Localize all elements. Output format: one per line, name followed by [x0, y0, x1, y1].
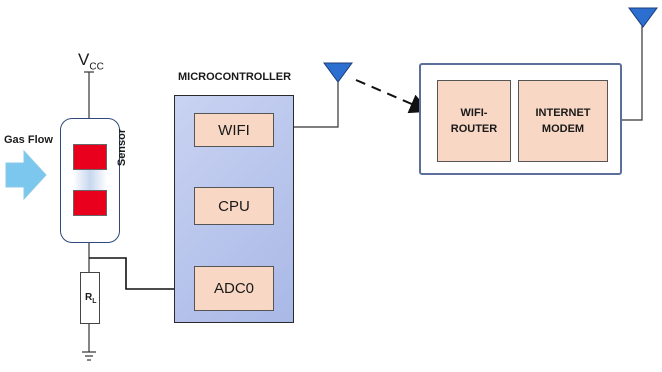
- sensor-label: Sensor: [116, 128, 129, 167]
- sensor-element-bottom: [73, 190, 107, 216]
- load-resistor-label-main: R: [85, 292, 93, 303]
- mcu-antenna-icon: [323, 62, 353, 83]
- adc-signal-wire: [89, 257, 195, 296]
- modem-antenna-icon: [628, 7, 658, 28]
- internet-modem-block: INTERNET MODEM: [518, 80, 608, 162]
- gas-flow-label: Gas Flow: [4, 134, 53, 146]
- gas-sensor: [60, 118, 120, 243]
- wireless-link-arrow: [355, 79, 430, 114]
- ground-icon: [82, 351, 96, 361]
- microcontroller-title: MICROCONTROLLER: [178, 71, 292, 83]
- load-resistor-label-sub: L: [92, 298, 97, 305]
- internet-modem-label-line1: INTERNET: [535, 106, 591, 119]
- cpu-block-label: CPU: [218, 197, 250, 215]
- wifi-block: WIFI: [194, 113, 274, 147]
- wifi-router-block: WIFI- ROUTER: [437, 80, 511, 162]
- supply-label-main: V: [78, 50, 90, 69]
- adc0-block: ADC0: [194, 266, 274, 311]
- sensor-element-top: [73, 144, 107, 170]
- adc0-block-label: ADC0: [213, 280, 254, 297]
- wifi-router-label-line1: WIFI-: [460, 106, 488, 119]
- supply-label-sub: CC: [89, 61, 104, 73]
- internet-modem-label-line2: MODEM: [541, 123, 585, 135]
- cpu-block: CPU: [194, 187, 274, 225]
- wifi-block-label: WIFI: [218, 121, 250, 139]
- load-resistor: RL: [80, 272, 100, 324]
- wifi-router-label-line2: ROUTER: [450, 123, 498, 135]
- gas-flow-arrow-icon: [5, 149, 47, 201]
- sensor-gap: [73, 170, 107, 190]
- supply-label: VCC: [78, 51, 104, 72]
- mcu-antenna-wire: [274, 82, 339, 128]
- load-resistor-label: RL: [85, 292, 97, 306]
